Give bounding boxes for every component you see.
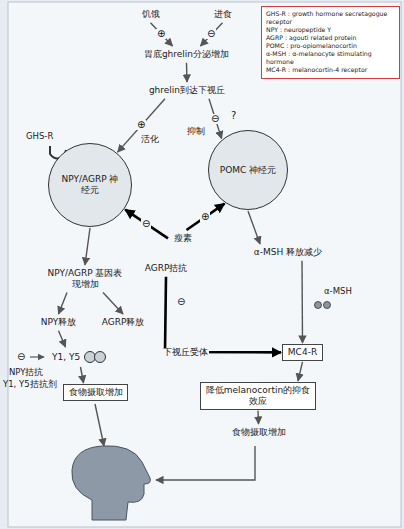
node-text: POMC 神经元 xyxy=(220,165,276,176)
flow-arrow xyxy=(248,211,260,244)
flow-arrow xyxy=(301,261,303,343)
process-text: NPY/AGRP 基因表现增加 xyxy=(43,266,127,292)
node-text: MC4-R : melanocortin-4 receptor xyxy=(266,66,395,74)
flow-arrow xyxy=(257,411,259,424)
neuron-circle: POMC 神经元 xyxy=(208,130,288,210)
annotation-label: NPY拮抗 xyxy=(9,368,44,378)
process-text: NPY释放 xyxy=(36,315,81,330)
sign-symbol: ? xyxy=(231,110,236,122)
edge-label: ⊖ xyxy=(206,29,216,39)
state-text: 进食 xyxy=(209,7,236,22)
node-text: AGRP拮抗 xyxy=(144,263,188,274)
receptor-symbol xyxy=(83,350,107,364)
node-text: NPY : neuropeptide Y xyxy=(266,26,395,34)
node-text: 食物摄取增加 xyxy=(68,387,123,398)
node-text: AGRP释放 xyxy=(101,317,145,328)
node-text: NPY/AGRP 基因表现增加 xyxy=(47,268,123,290)
thick-arrow xyxy=(187,204,225,230)
process-text: AGRP释放 xyxy=(97,315,149,330)
inhibit-line xyxy=(30,356,44,357)
node-text: 胃底ghrelin分泌增加 xyxy=(143,49,230,60)
msh-dot xyxy=(315,302,322,309)
process-text: α-MSH 释放减少 xyxy=(249,245,327,260)
flow-arrow xyxy=(85,228,90,265)
flow-arrow xyxy=(81,367,84,383)
receptor-circle xyxy=(85,352,96,363)
node-text: 饥饿 xyxy=(141,9,160,20)
annotation-label: Y1, Y5拮抗剂 xyxy=(3,380,57,390)
node-text: 食物摄取增加 xyxy=(231,427,286,438)
flow-arrow xyxy=(59,293,68,314)
node-text: ghrelin到达下视丘 xyxy=(148,85,226,96)
annotation-label: GHS-R xyxy=(26,132,53,142)
receptor-box: MC4-R xyxy=(282,344,323,361)
process-text: 胃底ghrelin分泌增加 xyxy=(139,47,234,62)
annotation-label: 抑制 xyxy=(187,127,205,137)
sign-symbol: ⊖ xyxy=(177,296,185,308)
panel xyxy=(8,2,401,527)
node-text: POMC : pro-opiomelanocortin xyxy=(266,42,395,50)
receptor-circle xyxy=(95,352,106,363)
node-text: Y1, Y5 xyxy=(52,352,80,363)
node-text: MC4-R xyxy=(287,347,318,358)
process-text: AGRP拮抗 xyxy=(140,261,192,276)
neuron-circle: NPY/AGRP 神经元 xyxy=(48,143,132,227)
edge-label: 下视丘受体 xyxy=(162,348,209,357)
outcome-text: 食物摄取增加 xyxy=(227,425,290,440)
flow-arrow xyxy=(103,293,123,314)
thick-arrow xyxy=(125,210,168,239)
flow-arrow xyxy=(209,99,222,139)
node-text: α-MSH : α-melanocyte stimulating hormone xyxy=(266,50,395,66)
flow-arrow xyxy=(186,63,188,82)
msh-dot xyxy=(324,302,331,309)
edge-label: ⊖ xyxy=(141,219,151,229)
sign-symbol: ⊖ xyxy=(17,351,25,363)
flow-arrow xyxy=(118,99,165,152)
edge-label: ⊕ xyxy=(156,29,166,39)
edge-label: ⊕ xyxy=(136,120,146,130)
node-text: 降低melanocortin的抑食效应 xyxy=(205,385,311,407)
outcome-box: 食物摄取增加 xyxy=(63,384,128,401)
node-text: GHS-R : growth hormone secretagogue rece… xyxy=(266,10,395,26)
process-text: ghrelin到达下视丘 xyxy=(144,83,230,98)
flow-arrow xyxy=(59,331,66,347)
flow-line xyxy=(95,404,104,446)
flow-line xyxy=(156,446,255,480)
node-text: NPY/AGRP 神经元 xyxy=(59,174,121,196)
receptor-group: Y1, Y5 xyxy=(48,348,113,366)
flow-arrow xyxy=(151,23,173,46)
node-text: NPY释放 xyxy=(40,317,77,328)
node-text: α-MSH 释放减少 xyxy=(253,247,323,258)
state-text: 饥饿 xyxy=(137,7,164,22)
abbreviation-legend: GHS-R : growth hormone secretagogue rece… xyxy=(261,6,400,79)
node-text: 进食 xyxy=(213,9,232,20)
hormone-text: 瘦素 xyxy=(169,231,196,246)
effect-box: 降低melanocortin的抑食效应 xyxy=(200,382,316,410)
annotation-label: α-MSH xyxy=(324,287,352,297)
edge-label: ⊕ xyxy=(200,212,210,222)
head-figure xyxy=(72,446,151,520)
edge-label: ⊖ xyxy=(210,114,220,124)
flow-arrow xyxy=(201,23,223,46)
node-text: 瘦素 xyxy=(173,233,192,244)
flow-arrow xyxy=(298,362,303,381)
node-text: AGRP : agouti related protein xyxy=(266,34,395,42)
annotation-label: 活化 xyxy=(141,135,159,145)
thick-arrow xyxy=(165,277,281,353)
